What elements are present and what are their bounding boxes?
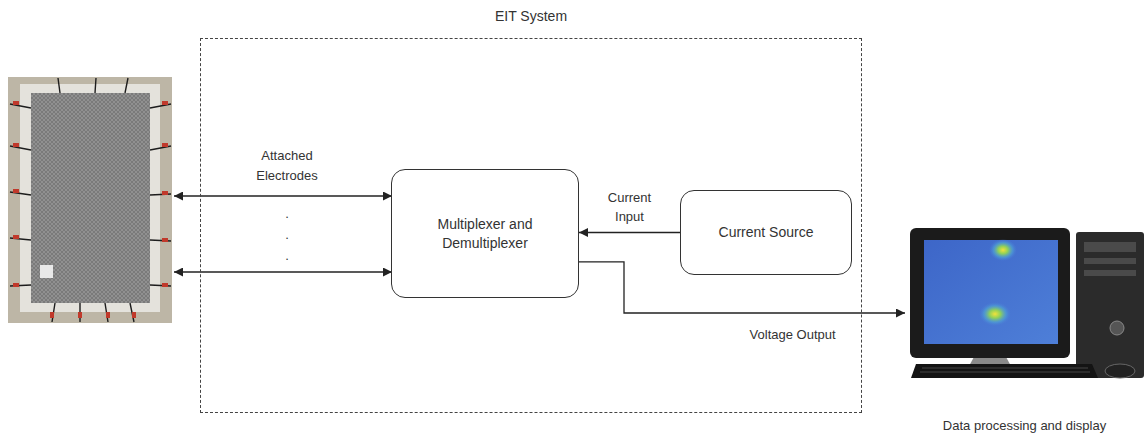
system-title: EIT System [201,8,861,24]
signal-arrow [579,232,680,233]
computer-illustration [910,228,1144,378]
ellipsis-dot: . [277,204,297,224]
computer-caption: Data processing and display [943,418,1106,433]
edge-label: Voltage Output [750,325,836,345]
edge-label: Current Input [595,188,665,227]
process-box: Current Source [680,190,852,275]
process-box: Multiplexer and Demultiplexer [391,169,579,298]
electrode-photo [8,77,172,323]
computer-node: Data processing and display [905,225,1144,437]
ellipsis-dot: . [277,246,297,266]
box-label: Multiplexer and Demultiplexer [404,215,566,253]
interface-label: Attached Electrodes [237,146,337,185]
electrode-arrows [174,196,392,272]
box-label: Current Source [719,223,814,242]
system-boundary: EIT SystemMultiplexer and DemultiplexerC… [200,38,862,413]
ellipsis-dot: . [277,225,297,245]
